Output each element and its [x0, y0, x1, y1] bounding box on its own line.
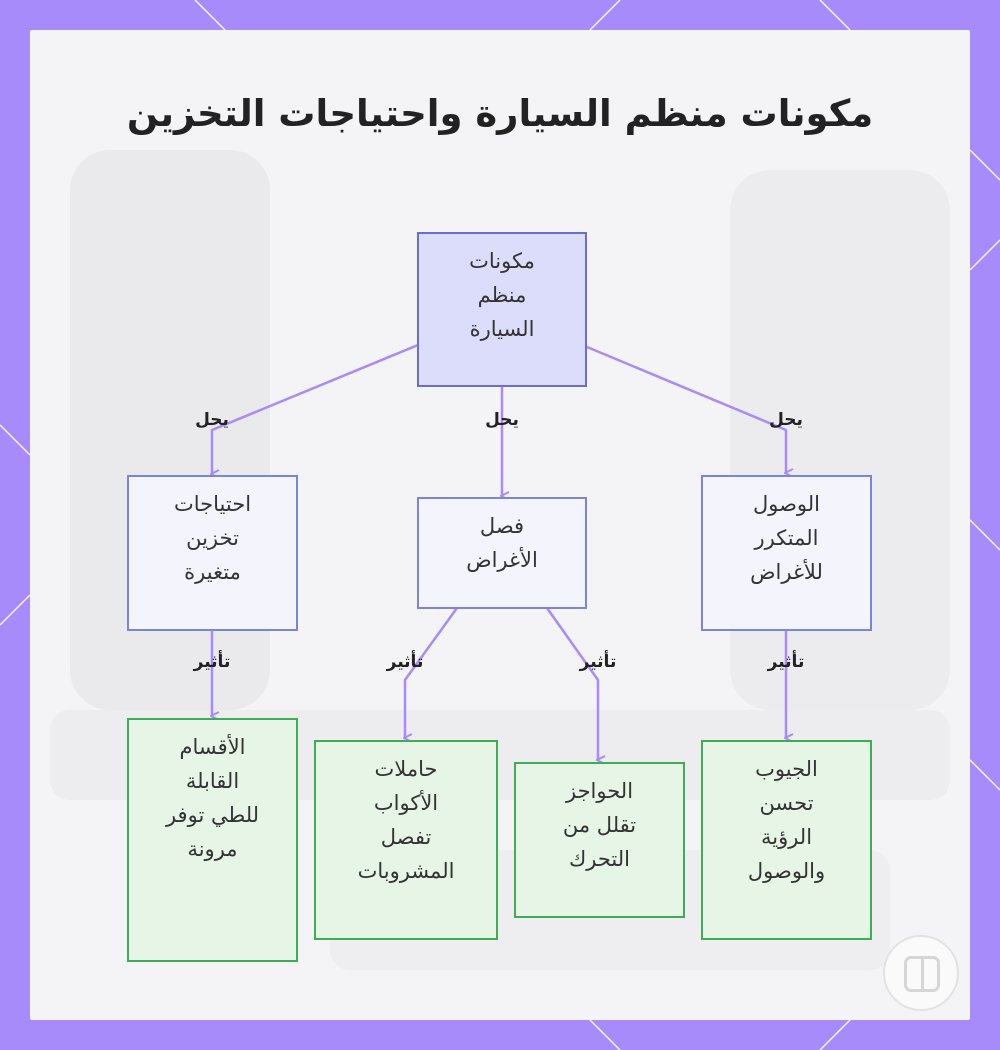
node-label: مكونات منظم السيارة [469, 249, 535, 341]
edge-label-effect: تأثير [193, 652, 231, 672]
node-item-separation: فصل الأغراض [417, 497, 587, 609]
node-label: حاملات الأكواب تفصل المشروبات [357, 757, 455, 883]
node-dividers: الحواجز تقلل من التحرك [514, 762, 685, 918]
edge-separation-cups [405, 607, 459, 738]
edge-label-solves: يحل [195, 410, 229, 430]
node-label: الوصول المتكرر للأغراض [750, 492, 823, 584]
edge-label-solves: يحل [769, 410, 803, 430]
edge-root-storage [212, 343, 419, 474]
node-label: الحواجز تقلل من التحرك [562, 779, 637, 871]
node-pockets: الجيوب تحسن الرؤية والوصول [701, 740, 872, 940]
grid-logo-icon [883, 935, 959, 1011]
node-label: فصل الأغراض [466, 514, 538, 572]
edge-separation-dividers [545, 607, 598, 760]
node-label: احتياجات تخزين متغيرة [173, 492, 252, 584]
diagram-title: مكونات منظم السيارة واحتياجات التخزين [126, 92, 874, 135]
edge-label-effect: تأثير [767, 652, 805, 672]
edge-label-effect: تأثير [386, 652, 424, 672]
edge-root-access [586, 345, 786, 473]
edge-label-solves: يحل [485, 410, 519, 430]
node-root-car-organizer: مكونات منظم السيارة [417, 232, 587, 387]
node-label: الجيوب تحسن الرؤية والوصول [747, 757, 826, 883]
node-label: الأقسام القابلة للطي توفر مرونة [165, 735, 260, 861]
node-frequent-access: الوصول المتكرر للأغراض [701, 475, 872, 631]
edge-label-effect: تأثير [579, 652, 617, 672]
node-variable-storage-needs: احتياجات تخزين متغيرة [127, 475, 298, 631]
node-cup-holders: حاملات الأكواب تفصل المشروبات [314, 740, 498, 940]
node-foldable-sections: الأقسام القابلة للطي توفر مرونة [127, 718, 298, 962]
